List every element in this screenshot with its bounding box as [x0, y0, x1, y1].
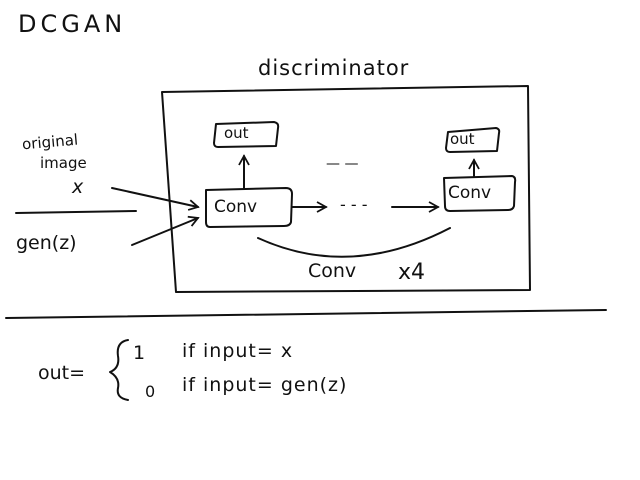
formula-case2-value: 0	[145, 382, 156, 401]
conv-first-label: Conv	[214, 197, 258, 217]
input-separator-line	[15, 210, 137, 214]
repeat-conv-label: Conv	[308, 260, 357, 282]
discriminator-label: discriminator	[258, 56, 410, 80]
conv-first-box	[205, 187, 293, 228]
out-first-label: out	[224, 124, 249, 142]
ellipsis-top: — —	[326, 156, 358, 172]
formula-lhs: out=	[38, 362, 86, 384]
generated-input-label: gen(z)	[16, 232, 77, 254]
section-divider-line	[5, 309, 607, 319]
formula-case1-condition: if input= x	[182, 340, 294, 362]
out-last-label: out	[450, 130, 475, 148]
formula-case2-condition: if input= gen(z)	[182, 374, 348, 396]
out-last-box	[445, 127, 501, 153]
repeat-count-label: x4	[398, 260, 426, 285]
repeat-brace-arc	[257, 227, 451, 258]
arrow-gen-to-conv	[131, 215, 200, 246]
discriminator-frame	[161, 85, 531, 293]
diagram-title: DCGAN	[18, 10, 127, 38]
formula-brace	[109, 339, 129, 401]
original-image-label-line2: image	[40, 154, 87, 172]
original-var-x: x	[72, 176, 84, 198]
formula-case1-value: 1	[133, 342, 146, 364]
conv-last-box	[443, 175, 517, 212]
ellipsis-mid: - - -	[340, 195, 368, 214]
arrow-original-to-conv	[111, 187, 200, 211]
conv-last-label: Conv	[448, 183, 492, 203]
out-first-box	[213, 121, 280, 148]
